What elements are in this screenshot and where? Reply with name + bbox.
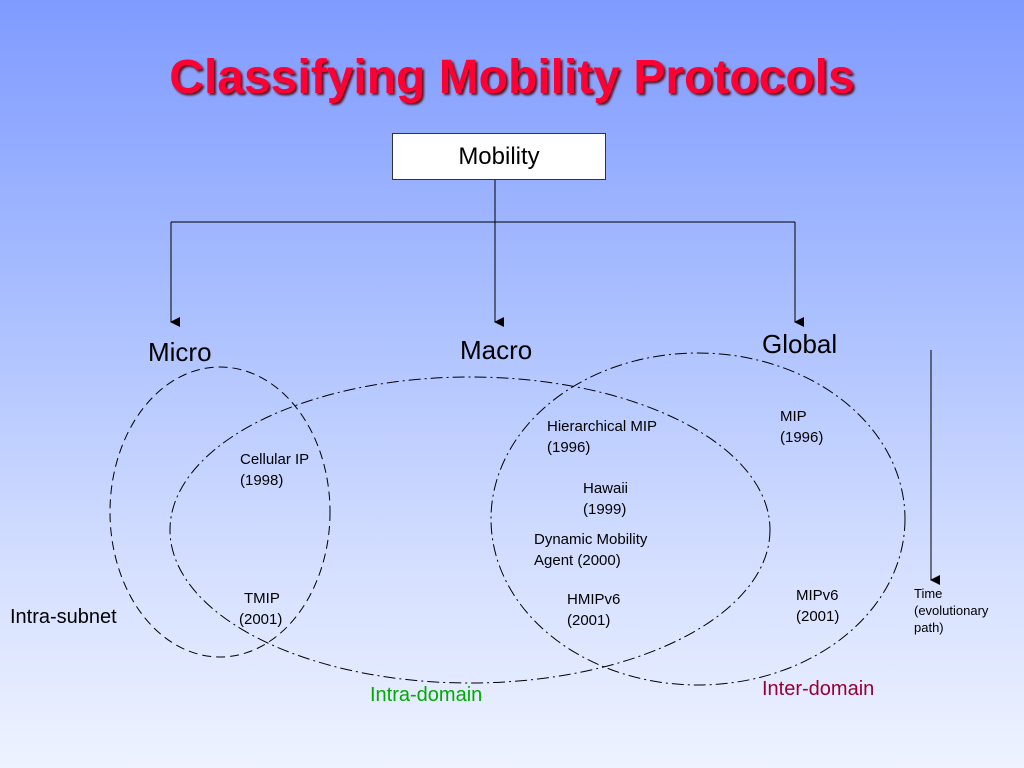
time-axis-line1: Time [914, 586, 943, 601]
global-category-label: Global [762, 329, 838, 359]
mipv6-year: (2001) [796, 608, 840, 625]
micro-category-label: Micro [148, 337, 212, 367]
cellular-ip-label: Cellular IP (1998) [240, 449, 309, 491]
mobility-root-label: Mobility [458, 142, 540, 170]
mip-label: MIP (1996) [780, 406, 823, 448]
tmip-name: TMIP [244, 590, 280, 607]
dynamic-mobility-agent-label: Dynamic Mobility Agent (2000) [534, 529, 647, 571]
hierarchical-mip-label: Hierarchical MIP (1996) [547, 416, 657, 458]
hawaii-label: Hawaii (1999) [583, 478, 628, 520]
macro-category-label: Macro [460, 335, 533, 365]
tmip-year: (2001) [239, 611, 283, 628]
time-axis-line2: (evolutionary [914, 603, 989, 618]
intra-subnet-ellipse [109, 366, 331, 658]
mobility-root-box: Mobility [392, 133, 606, 180]
hierarchical-mip-name: Hierarchical MIP [547, 418, 658, 435]
time-axis-label: Time (evolutionary path) [914, 585, 988, 636]
slide-title: Classifying Mobility Protocols [169, 51, 855, 104]
time-axis-line3: path) [914, 620, 944, 635]
hawaii-name: Hawaii [583, 480, 629, 497]
hierarchical-mip-year: (1996) [547, 439, 591, 456]
tmip-label: TMIP (2001) [239, 588, 282, 630]
dma-year: Agent (2000) [534, 552, 621, 569]
mipv6-name: MIPv6 [796, 587, 839, 604]
intra-subnet-label: Intra-subnet [10, 606, 117, 628]
inter-domain-label: Inter-domain [762, 678, 875, 700]
dma-name: Dynamic Mobility [534, 531, 648, 548]
cellular-ip-name: Cellular IP [240, 451, 310, 468]
mipv6-label: MIPv6 (2001) [796, 585, 839, 627]
intra-domain-label: Intra-domain [370, 684, 483, 706]
hmipv6-year: (2001) [567, 612, 611, 629]
mip-name: MIP [780, 408, 807, 425]
intra-domain-ellipse [169, 376, 771, 684]
hmipv6-name: HMIPv6 [567, 591, 621, 608]
hmipv6-label: HMIPv6 (2001) [567, 589, 620, 631]
hawaii-year: (1999) [583, 501, 627, 518]
mip-year: (1996) [780, 429, 824, 446]
cellular-ip-year: (1998) [240, 472, 284, 489]
inter-domain-ellipse [490, 352, 906, 686]
